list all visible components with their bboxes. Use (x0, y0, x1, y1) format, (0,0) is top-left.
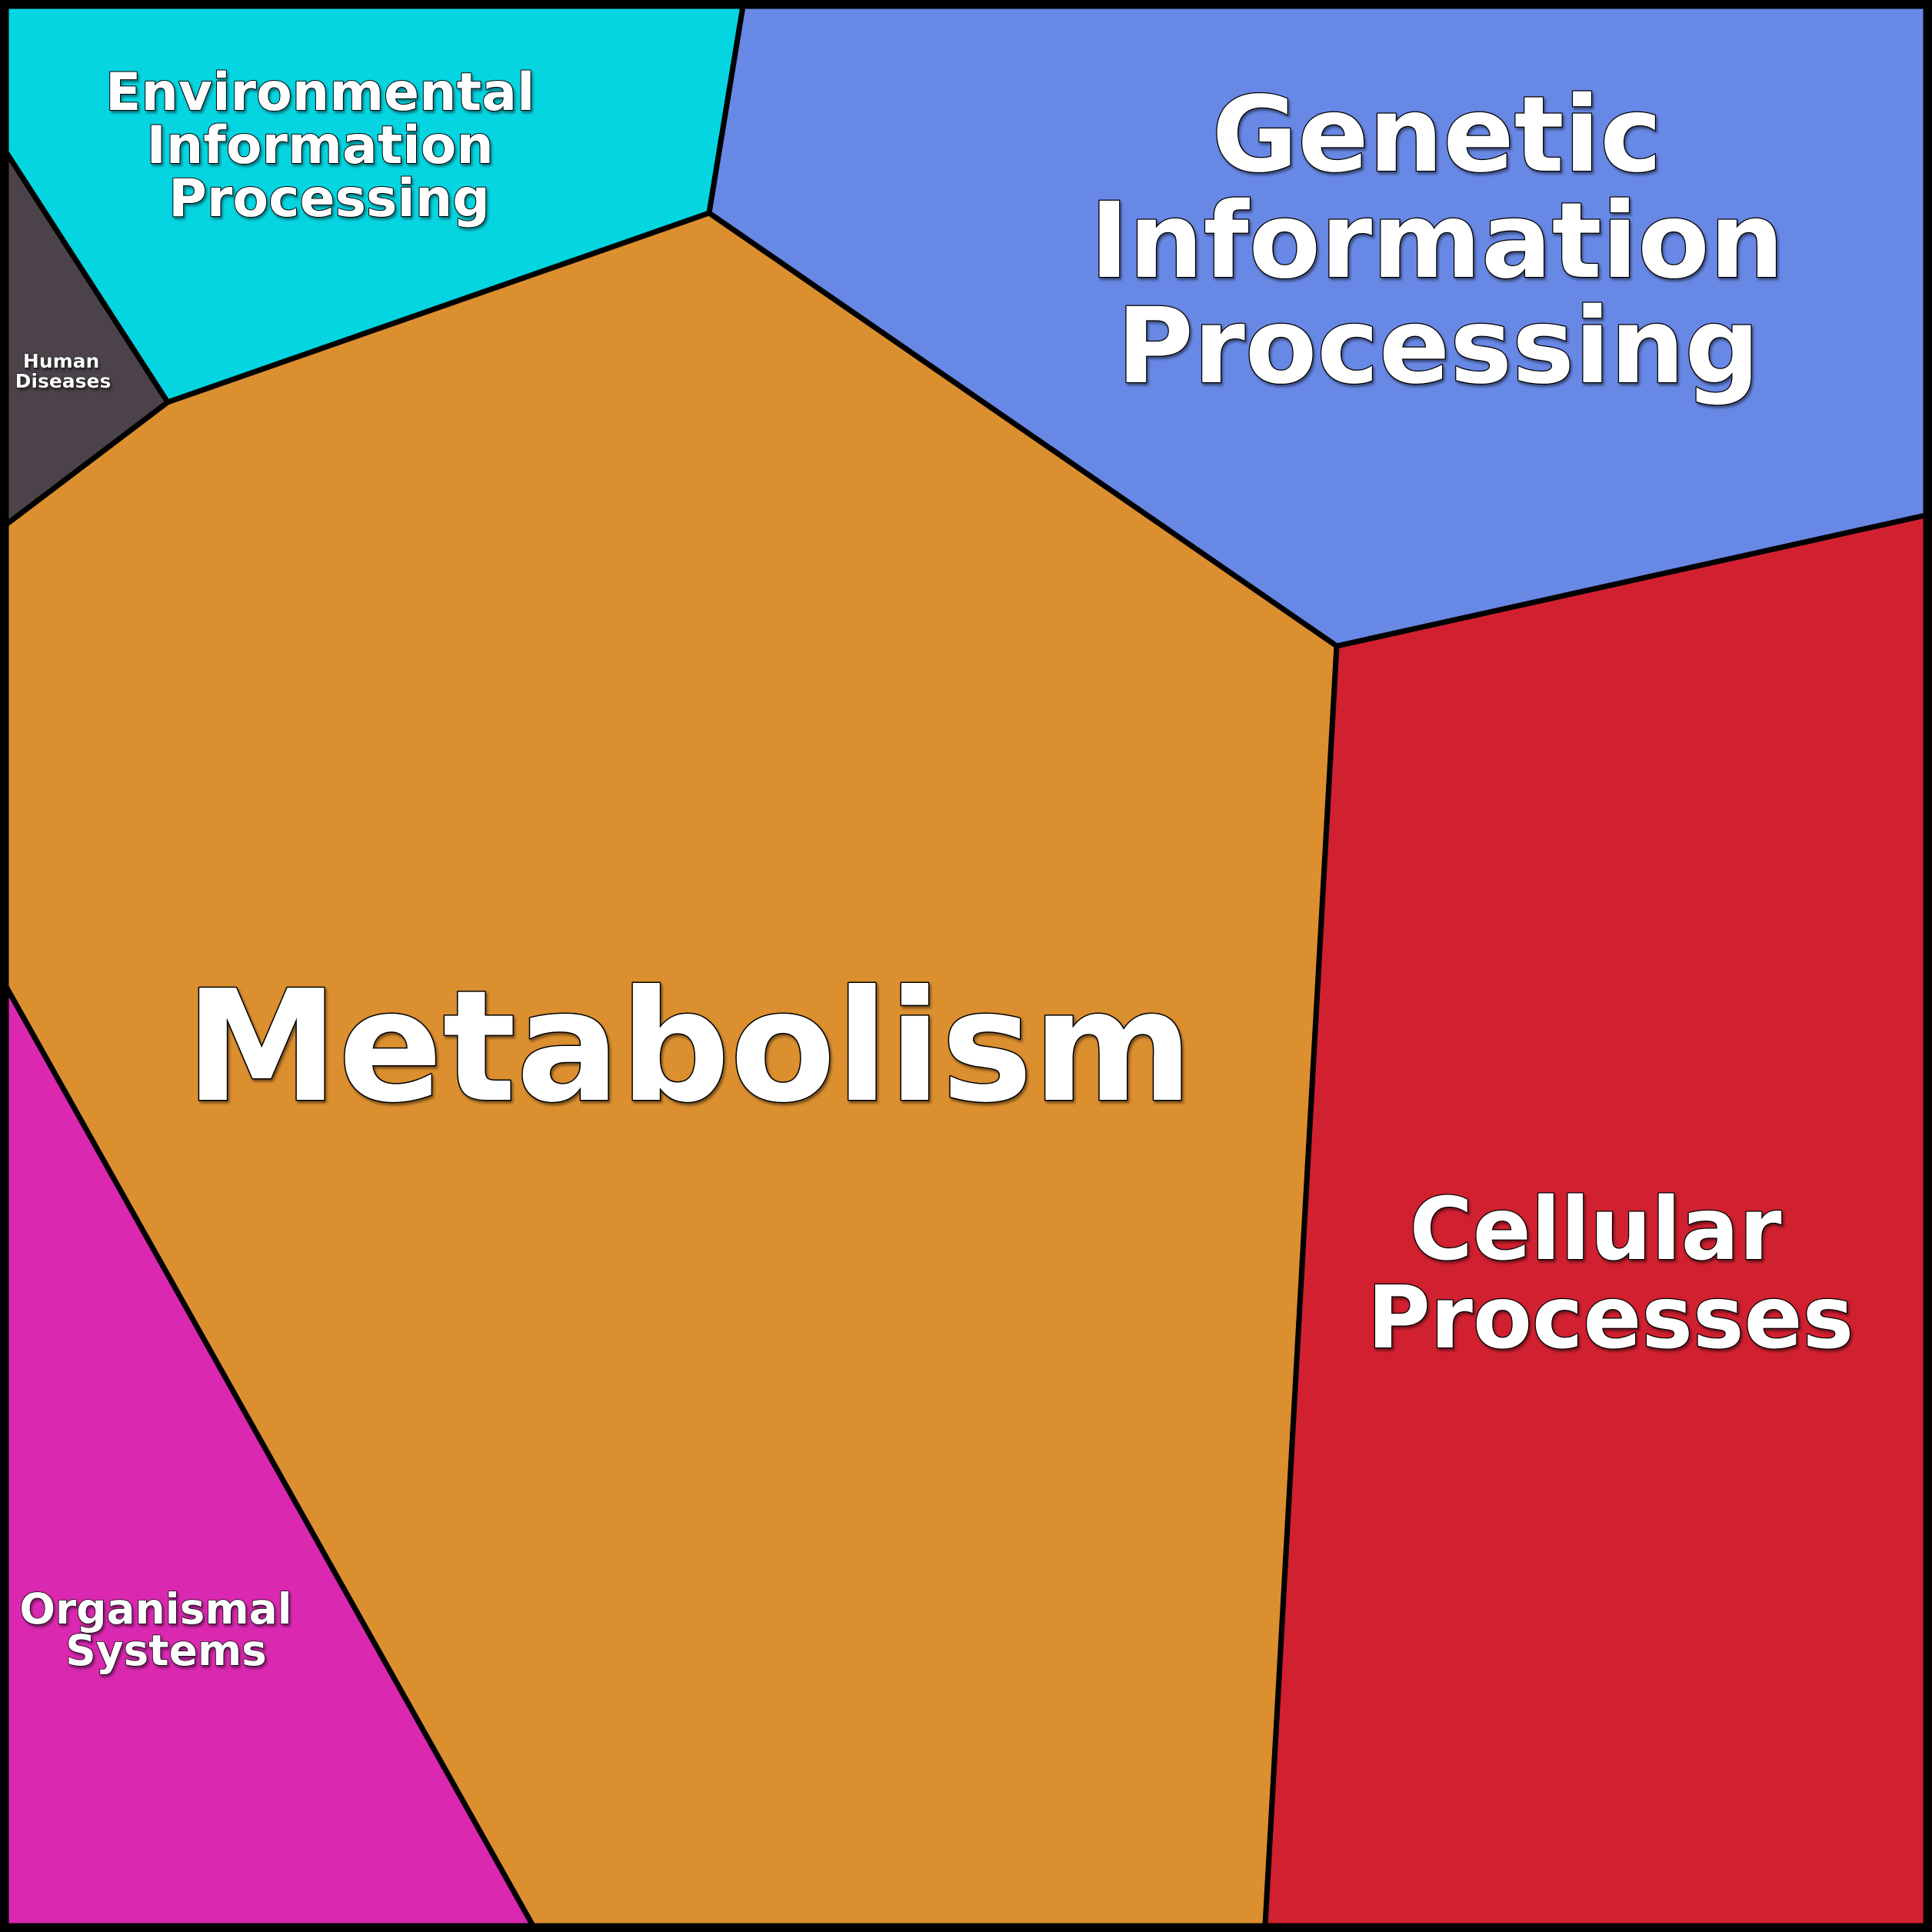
label-genetic-information-processing: Genetic Information Processing (1090, 75, 1820, 408)
label-metabolism: Metabolism (185, 958, 1193, 1137)
label-human-diseases: Human Diseases (15, 350, 112, 392)
label-organismal-systems: Organismal Systems (19, 1584, 307, 1675)
label-cellular-processes: Cellular Processes (1367, 1180, 1854, 1368)
label-environmental-information-processing: Environmental Information Processing (105, 62, 553, 229)
